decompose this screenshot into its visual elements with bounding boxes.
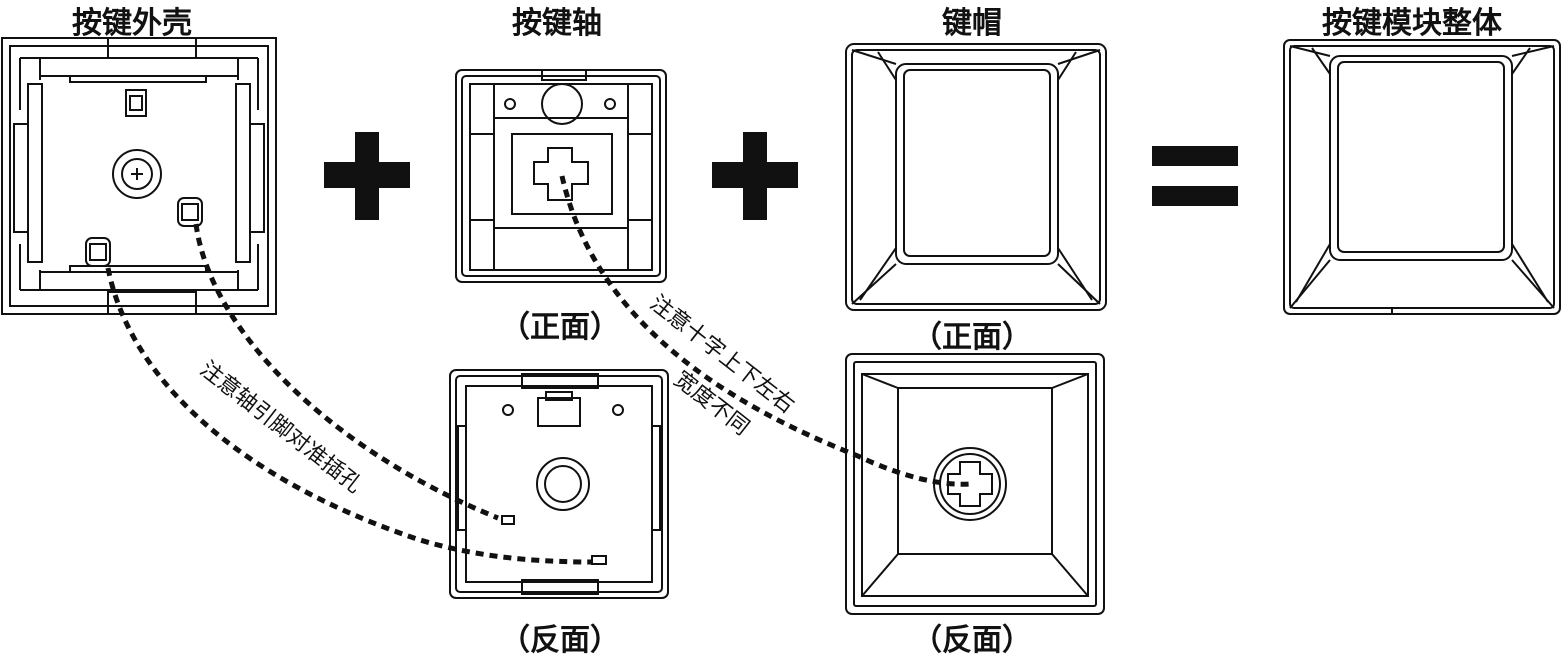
keycap-front-illustration: [845, 43, 1107, 311]
switch-front-illustration: [455, 69, 667, 283]
keycap-back-illustration: [845, 353, 1105, 615]
guide-pin-line-2: [105, 267, 593, 565]
plus-icon: [324, 132, 410, 220]
assembled-module-illustration: [1283, 39, 1561, 315]
guide-cross-line: [559, 175, 971, 487]
title-keycap: 键帽: [942, 6, 1002, 41]
caption-switch-front: （正面）: [500, 310, 620, 345]
switch-housing-illustration: [1, 37, 277, 315]
title-housing: 按键外壳: [72, 6, 192, 41]
switch-back-illustration: [449, 369, 669, 599]
guide-pin-line-1: [193, 223, 499, 521]
title-assembly: 按键模块整体: [1322, 6, 1502, 41]
caption-keycap-front: （正面）: [912, 320, 1032, 355]
plus-icon-2: [712, 132, 798, 220]
guide-lines: [105, 175, 971, 565]
equals-icon: [1152, 146, 1238, 206]
title-switch: 按键轴: [512, 6, 602, 41]
